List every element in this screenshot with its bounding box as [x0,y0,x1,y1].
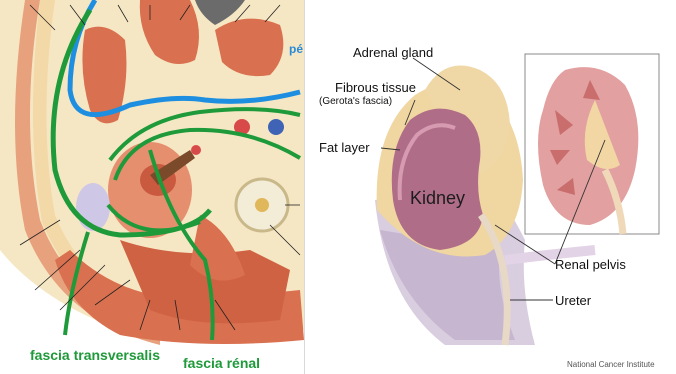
fat-layer-label: Fat layer [319,140,370,155]
fascia-transversalis-label: fascia transversalis [30,347,160,363]
renal-pelvis-label: Renal pelvis [555,257,626,272]
cross-section-diagram: pé fascia transversalis fascia rénal [0,0,304,374]
kidney-label: Kidney [410,188,465,209]
adrenal-gland-label: Adrenal gland [353,45,433,60]
corner-label: pé [289,42,303,56]
cross-section-illustration [0,0,304,374]
kidney-diagram: Adrenal gland Fibrous tissue (Gerota's f… [304,0,676,374]
ureter-label: Ureter [555,293,591,308]
credit-text: National Cancer Institute [567,360,655,369]
gerotas-fascia-label: (Gerota's fascia) [319,96,392,107]
fibrous-tissue-label: Fibrous tissue [335,80,416,95]
fascia-renal-label: fascia rénal [183,355,260,371]
